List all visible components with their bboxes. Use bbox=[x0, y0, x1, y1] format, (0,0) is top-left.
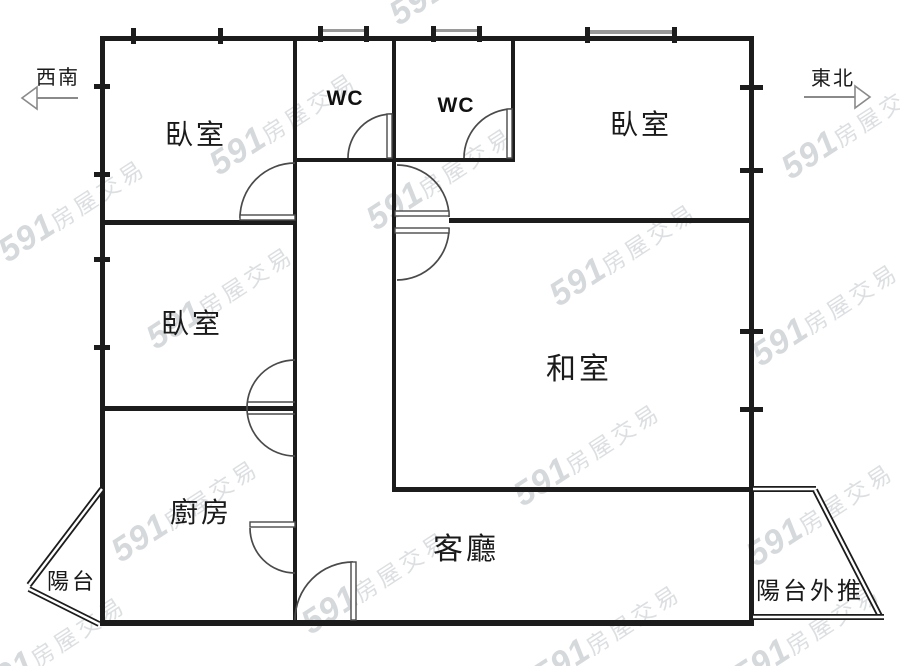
room-label-bedroom-top-right: 臥室 bbox=[610, 109, 672, 141]
window-tick bbox=[218, 28, 223, 44]
interior-wall-wc2-right bbox=[511, 36, 515, 162]
compass-southwest: 西南 bbox=[20, 66, 80, 111]
window-tick bbox=[740, 168, 763, 173]
window-tick bbox=[672, 27, 677, 43]
interior-wall-wc-bottom bbox=[293, 158, 515, 162]
southwest-arrow-icon bbox=[20, 85, 38, 111]
interior-wall-tatami-bottom bbox=[392, 487, 754, 492]
northeast-arrow-icon bbox=[854, 84, 872, 110]
kitchen-door-arc bbox=[249, 527, 296, 574]
interior-wall-bedroom2-bottom bbox=[449, 218, 754, 223]
balcony-left-outline bbox=[26, 487, 105, 627]
wc2-door-leaf bbox=[506, 108, 513, 159]
outer-wall-top bbox=[100, 36, 754, 41]
window-tick bbox=[364, 26, 369, 42]
compass-southwest-label: 西南 bbox=[36, 66, 80, 89]
window-bar bbox=[590, 30, 672, 34]
window-tick bbox=[585, 27, 590, 43]
window-tick bbox=[131, 28, 136, 44]
window-tick bbox=[94, 345, 110, 350]
bedroom2-door-arc bbox=[396, 164, 450, 218]
room-label-wc-right: WC bbox=[438, 94, 475, 117]
window-bar bbox=[436, 29, 477, 32]
window-tick bbox=[431, 26, 436, 42]
room-labels: 臥室 WC WC 臥室 臥室 和室 廚房 客廳 陽台 陽台外推 bbox=[47, 87, 864, 605]
window-tick bbox=[318, 26, 323, 42]
bedroom3-door-arc bbox=[246, 359, 296, 457]
interior-wall-hallway-right bbox=[392, 36, 396, 492]
window-tick bbox=[94, 257, 110, 262]
doors bbox=[239, 108, 514, 621]
interior-wall-bedroom3-bottom bbox=[100, 406, 297, 411]
room-label-bedroom-top-left: 臥室 bbox=[165, 119, 227, 151]
room-label-balcony: 陽台 bbox=[47, 569, 97, 594]
room-label-balcony-extension: 陽台外推 bbox=[756, 578, 864, 605]
room-label-tatami: 和室 bbox=[546, 353, 612, 386]
kitchen-door-leaf bbox=[249, 521, 296, 528]
compass-northeast: 東北 bbox=[804, 67, 872, 110]
room-label-living-room: 客廳 bbox=[433, 533, 499, 566]
room-label-kitchen: 廚房 bbox=[170, 497, 232, 529]
entrance-door-leaf bbox=[350, 561, 357, 621]
bedroom1-door-arc bbox=[239, 162, 296, 219]
balcony-extension-outline bbox=[753, 486, 884, 620]
wc2-door-arc bbox=[463, 108, 514, 159]
interior-wall-bedroom1-bottom bbox=[100, 220, 297, 225]
room-label-bedroom-middle-left: 臥室 bbox=[161, 308, 223, 340]
wc1-door-leaf bbox=[386, 113, 393, 159]
window-tick bbox=[94, 172, 110, 177]
window-tick bbox=[94, 84, 110, 89]
compass-northeast-label: 東北 bbox=[811, 67, 855, 90]
entrance-door-arc bbox=[294, 561, 354, 621]
interior-wall-center-vertical bbox=[293, 36, 297, 626]
window-tick bbox=[740, 407, 763, 412]
bedroom1-door-leaf bbox=[239, 214, 296, 221]
window-bar bbox=[323, 29, 364, 32]
room-label-wc-left: WC bbox=[327, 87, 364, 110]
window-tick bbox=[740, 329, 763, 334]
outer-wall-left bbox=[100, 36, 105, 626]
tatami-door-leaf bbox=[394, 227, 450, 234]
window-tick bbox=[477, 26, 482, 42]
bedroom2-door-leaf bbox=[394, 210, 450, 217]
outer-wall-bottom bbox=[100, 620, 754, 626]
wc1-door-arc bbox=[347, 113, 393, 159]
window-tick bbox=[740, 85, 763, 90]
windows bbox=[94, 26, 763, 412]
tatami-door-arc bbox=[396, 227, 450, 281]
